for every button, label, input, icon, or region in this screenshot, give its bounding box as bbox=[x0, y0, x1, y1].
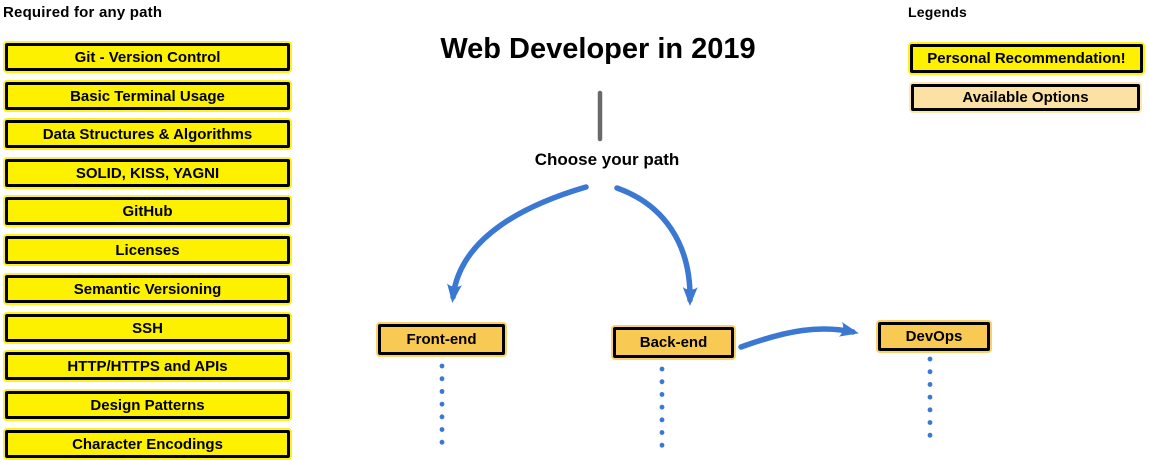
choose-path-label: Choose your path bbox=[534, 150, 680, 169]
legend-heading: Legends bbox=[908, 4, 967, 20]
required-item-encodings: Character Encodings bbox=[5, 430, 290, 458]
arrow-to-front-end bbox=[447, 184, 589, 303]
page-title: Web Developer in 2019 bbox=[440, 33, 756, 65]
required-item-semver: Semantic Versioning bbox=[5, 275, 290, 303]
required-item-licenses: Licenses bbox=[5, 236, 290, 264]
legend-available-options: Available Options bbox=[911, 84, 1140, 111]
path-node-front-end: Front-end bbox=[378, 324, 505, 355]
required-item-http: HTTP/HTTPS and APIs bbox=[5, 352, 290, 380]
arrow-to-back-end bbox=[614, 185, 698, 306]
path-node-back-end: Back-end bbox=[613, 327, 734, 358]
required-item-github: GitHub bbox=[5, 197, 290, 225]
path-node-devops: DevOps bbox=[878, 322, 990, 351]
required-heading: Required for any path bbox=[3, 4, 163, 21]
required-item-git: Git - Version Control bbox=[5, 43, 290, 71]
required-item-terminal: Basic Terminal Usage bbox=[5, 82, 290, 110]
required-item-design-patterns: Design Patterns bbox=[5, 391, 290, 419]
required-item-data-structures: Data Structures & Algorithms bbox=[5, 120, 290, 148]
legend-personal-recommendation: Personal Recommendation! bbox=[910, 44, 1143, 73]
required-item-ssh: SSH bbox=[5, 314, 290, 342]
arrow-back-end-to-devops bbox=[738, 321, 859, 350]
required-item-solid: SOLID, KISS, YAGNI bbox=[5, 159, 290, 187]
